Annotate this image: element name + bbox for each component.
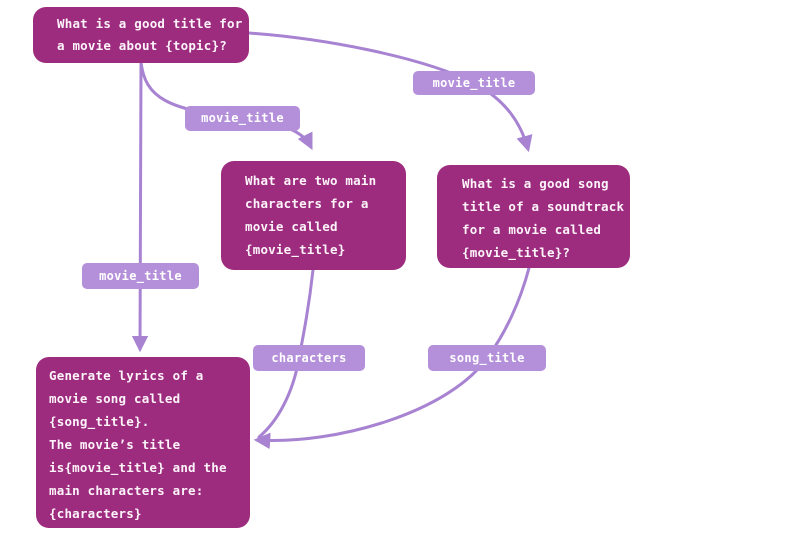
node-characters-prompt: What are two main characters for a movie… — [221, 161, 406, 270]
node-text-line: a movie about {topic}? — [57, 38, 227, 53]
node-text-line: What is a good title for — [57, 16, 243, 31]
edge-label-movie-title-to-song: movie_title — [413, 71, 535, 95]
node-lyrics-prompt: Generate lyrics of a movie song called {… — [36, 357, 250, 528]
edge-song-to-lyrics — [253, 266, 531, 450]
edge-label-song-title: song_title — [428, 345, 546, 371]
node-text-line: movie song called — [49, 391, 181, 406]
node-song-title-prompt: What is a good song title of a soundtrac… — [437, 165, 630, 268]
edge-label-movie-title-to-lyrics: movie_title — [82, 263, 199, 289]
node-text-line: {movie_title}? — [462, 245, 571, 260]
node-text-line: movie called — [245, 219, 338, 234]
edge-title-to-lyrics — [131, 60, 149, 353]
edge-label-movie-title-to-characters: movie_title — [185, 106, 300, 131]
node-text-line: for a movie called — [462, 222, 602, 237]
node-text-line: {song_title}. — [49, 414, 150, 429]
edge-title-to-characters — [139, 60, 313, 150]
node-text-line: main characters are: — [49, 483, 204, 498]
node-text-line: What is a good song — [462, 176, 609, 191]
node-text-line: Generate lyrics of a — [49, 368, 204, 383]
node-text-line: The movie’s title — [49, 437, 181, 452]
node-text-line: What are two main — [245, 173, 377, 188]
node-text-line: {movie_title} — [245, 242, 346, 257]
node-text-line: {characters} — [49, 506, 142, 521]
node-movie-title-prompt: What is a good title for a movie about {… — [33, 7, 249, 63]
node-text-line: characters for a — [245, 196, 369, 211]
edge-label-characters: characters — [253, 345, 365, 371]
node-text-line: is{movie_title} and the — [49, 460, 227, 475]
node-text-line: title of a soundtrack — [462, 199, 625, 214]
